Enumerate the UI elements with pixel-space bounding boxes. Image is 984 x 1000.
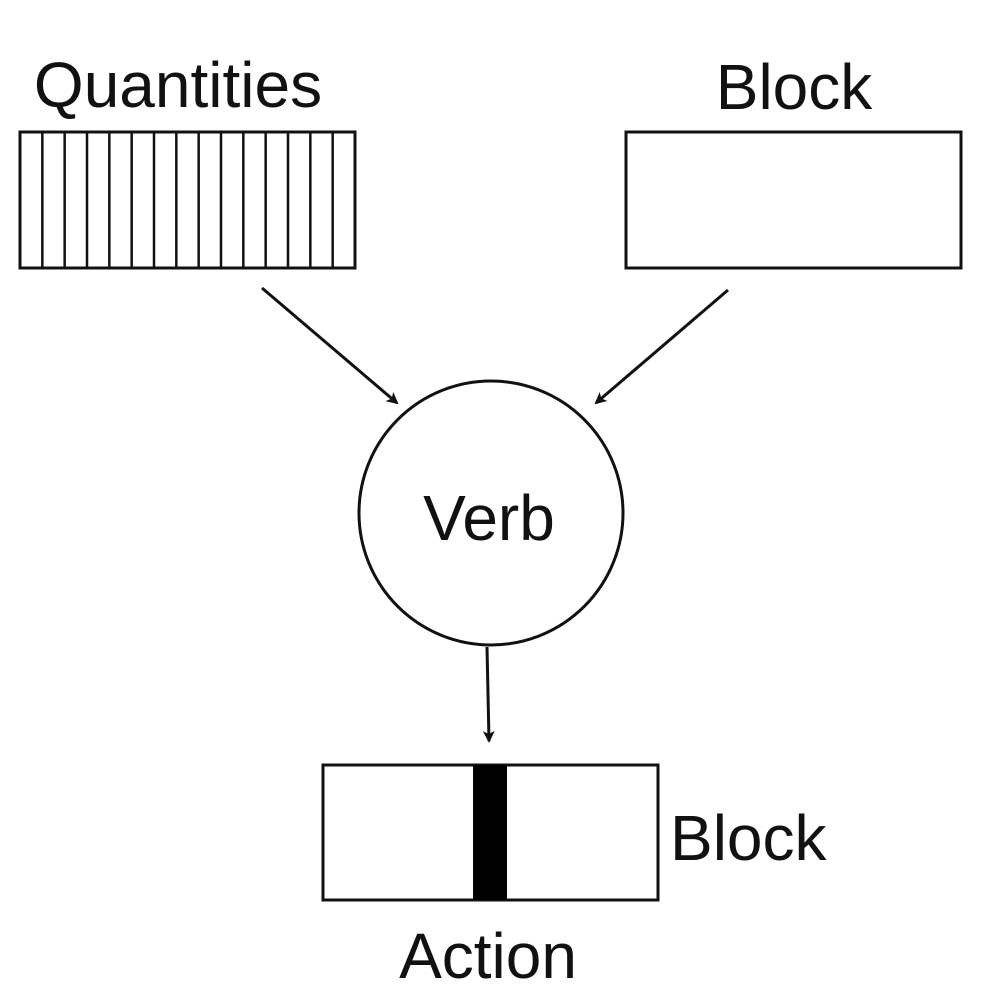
arrow-quantities-to-verb (261, 286, 399, 405)
block-bottom-label: Block (670, 802, 828, 874)
action-label: Action (399, 920, 577, 992)
quantities-box (18, 130, 357, 270)
quantities-label: Quantities (34, 49, 322, 121)
block-top-label: Block (716, 51, 874, 123)
quantities-stripes (41, 132, 334, 268)
arrow-block-to-verb (594, 288, 729, 405)
verb-label: Verb (423, 482, 555, 554)
block-top-box (624, 130, 963, 270)
verb-circle (357, 379, 625, 647)
arrow-verb-to-block (482, 646, 495, 743)
action-bar (473, 765, 507, 900)
